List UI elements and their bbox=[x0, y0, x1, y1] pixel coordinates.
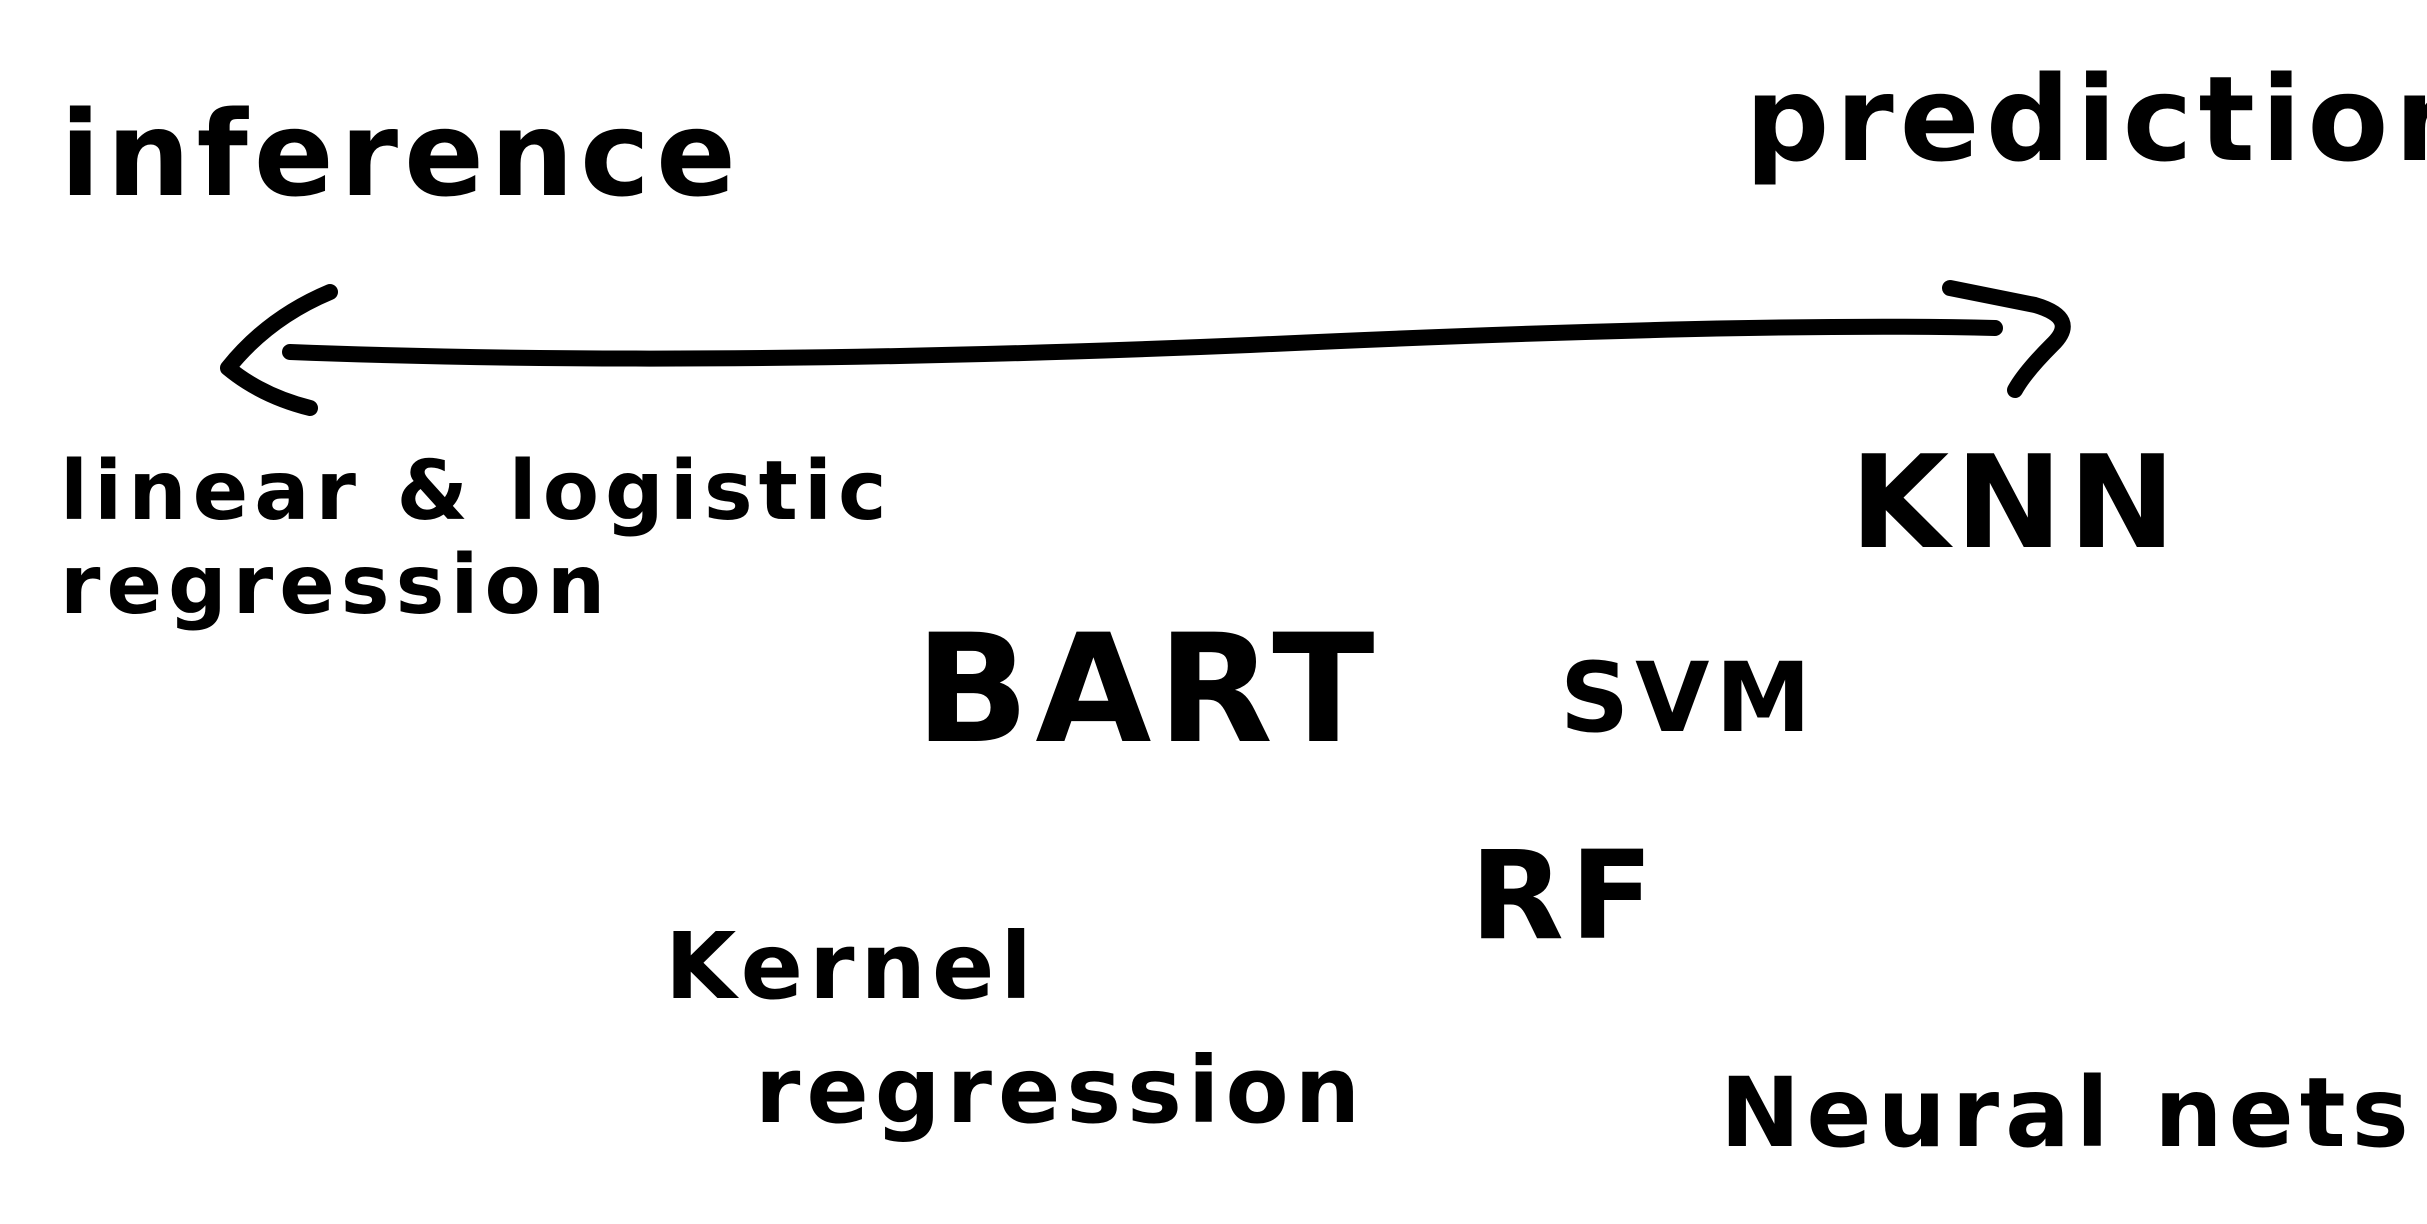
svm-label: SVM bbox=[1560, 642, 1817, 754]
inference-label: inference bbox=[60, 85, 743, 223]
neural-nets-label: Neural nets bbox=[1720, 1057, 2415, 1169]
kernel-line: Kernel bbox=[665, 913, 1038, 1020]
double-arrow-shaft bbox=[282, 318, 2003, 367]
rf-label: RF bbox=[1470, 825, 1660, 967]
kernel-regression-label: Kernel regression bbox=[665, 905, 1366, 1153]
left-arrowhead bbox=[220, 284, 338, 416]
knn-label: KNN bbox=[1850, 429, 2182, 578]
linear-logistic-regression-label: linear & logistic regression bbox=[60, 444, 893, 634]
right-arrowhead bbox=[1942, 280, 2071, 398]
kernel-regression-line: regression bbox=[755, 1037, 1367, 1145]
prediction-label: prediction bbox=[1745, 50, 2427, 188]
regression-line: regression bbox=[60, 538, 612, 634]
linear-logistic-line: linear & logistic bbox=[60, 444, 893, 539]
bart-label: BART bbox=[915, 603, 1381, 777]
